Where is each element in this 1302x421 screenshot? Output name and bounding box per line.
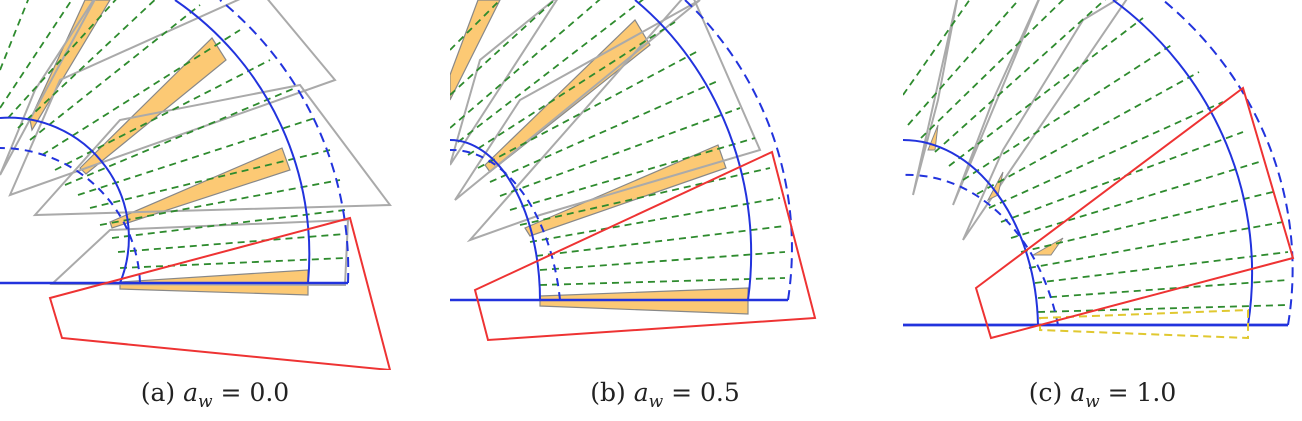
caption-sub: w — [1085, 392, 1100, 412]
red-window — [974, 86, 1295, 340]
gray-window-3 — [912, 0, 959, 196]
inner-arc — [0, 116, 130, 284]
caption-sub: w — [198, 392, 213, 412]
caption-label: (b) — [590, 378, 626, 407]
panel-b-diagram — [450, 0, 817, 342]
panel-c-diagram — [903, 0, 1295, 340]
panel-a-diagram — [0, 0, 392, 370]
wedge-2 — [109, 147, 291, 229]
gray-window-4 — [0, 0, 96, 176]
caption-sub: w — [648, 392, 664, 412]
inner-arc — [903, 139, 1039, 326]
red-window — [48, 216, 392, 370]
caption-value: 0.0 — [249, 378, 290, 407]
wedge-small-3 — [1031, 237, 1064, 256]
gray-window-2 — [454, 0, 701, 201]
caption-label: (c) — [1028, 378, 1063, 407]
wedge-4 — [450, 0, 501, 101]
outer-arc — [174, 0, 311, 284]
blue-arcs — [0, 0, 350, 284]
caption-var: a — [183, 378, 199, 407]
panel-a: (a) aw = 0.0 — [0, 0, 430, 421]
green-rays — [903, 0, 1289, 313]
gray-windows — [0, 0, 392, 287]
wedge-small-2 — [986, 171, 1004, 202]
wedges — [927, 124, 1064, 256]
caption-value: 1.0 — [1136, 378, 1177, 407]
panel-c: (c) aw = 1.0 — [903, 0, 1302, 421]
wedge-3 — [484, 19, 651, 173]
gray-window-1 — [466, 0, 762, 243]
wedge-4 — [29, 0, 111, 132]
caption-value: 0.5 — [700, 378, 740, 407]
caption-a: (a) aw = 0.0 — [0, 378, 430, 412]
outer-dashed-arc — [219, 0, 350, 284]
caption-var: a — [1070, 378, 1086, 407]
gray-window-3 — [450, 0, 558, 166]
green-rays — [450, 0, 786, 286]
caption-b: (b) aw = 0.5 — [450, 378, 880, 412]
outer-dashed-arc — [684, 0, 793, 301]
red-window — [473, 150, 817, 342]
blue-arcs — [450, 0, 793, 301]
outer-arc — [634, 0, 753, 301]
caption-c: (c) aw = 1.0 — [903, 378, 1302, 412]
gray-window-1 — [49, 218, 350, 287]
wedge-3 — [79, 37, 227, 175]
wedges — [29, 0, 309, 296]
gray-windows — [912, 0, 1128, 241]
caption-var: a — [633, 378, 649, 407]
caption-eq: = — [212, 378, 250, 407]
panel-b: (b) aw = 0.5 — [450, 0, 880, 421]
inner-dashed-arc — [450, 148, 561, 301]
inner-arc — [450, 139, 541, 301]
inner-dashed-arc — [0, 147, 141, 284]
outer-arc — [1112, 0, 1254, 326]
outer-dashed-arc — [1162, 0, 1294, 326]
blue-arcs — [903, 0, 1294, 326]
gray-window-3 — [8, 0, 337, 197]
caption-eq: = — [663, 378, 700, 407]
caption-eq: = — [1099, 378, 1137, 407]
gray-window-2 — [952, 0, 1040, 206]
caption-label: (a) — [140, 378, 176, 407]
